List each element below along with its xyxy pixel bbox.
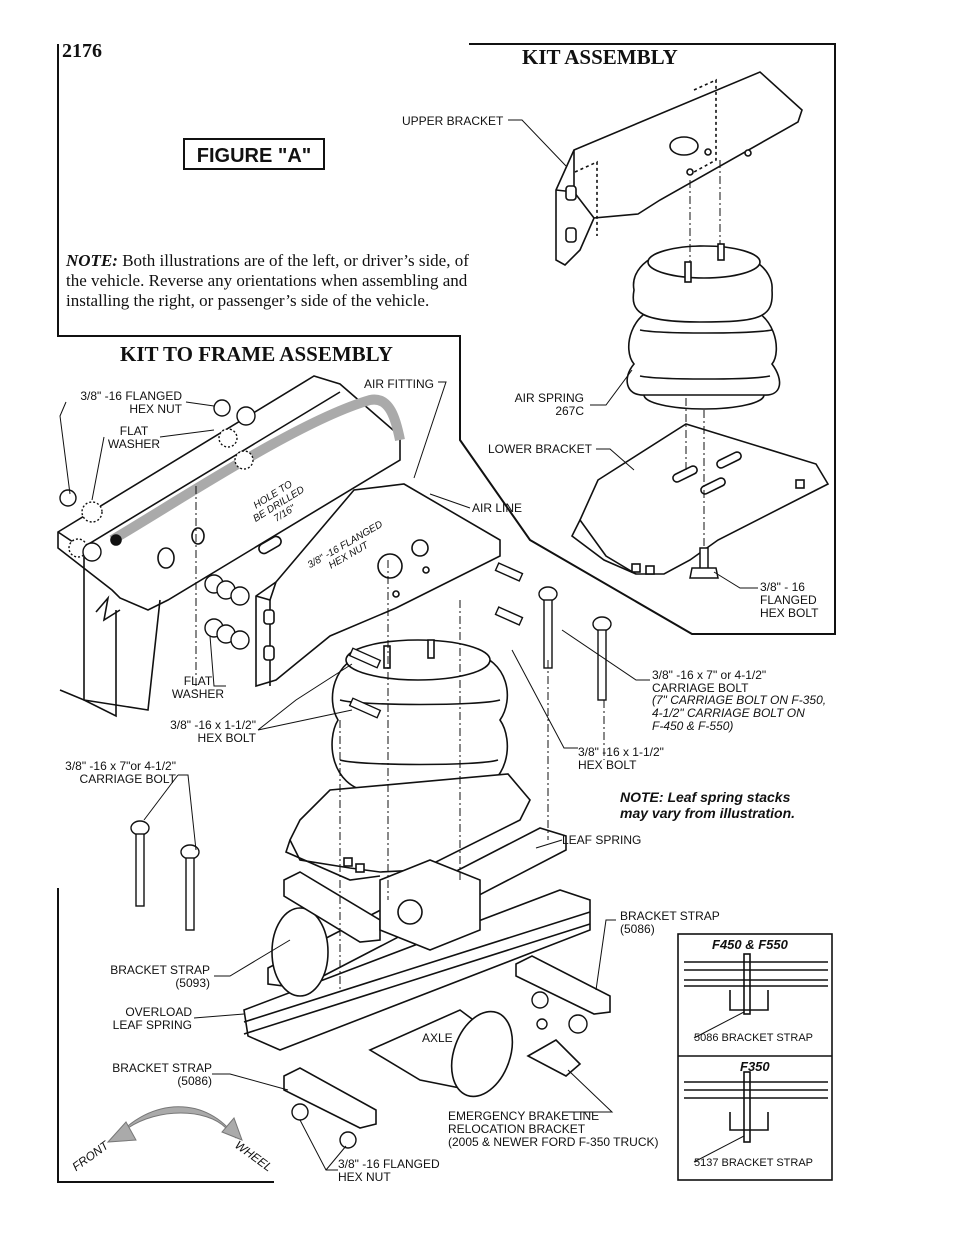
bracket-straps <box>283 859 611 1129</box>
washers-mid <box>204 574 250 650</box>
inset-title-f450: F450 & F550 <box>712 937 788 952</box>
leaf-spring-note: NOTE: Leaf spring stacks may vary from i… <box>620 789 795 821</box>
overload-line1: OVERLOAD <box>125 1005 192 1019</box>
label-axle: AXLE <box>422 1031 453 1045</box>
upper-bracket <box>555 71 803 266</box>
strap-right-line2: (5086) <box>620 922 655 936</box>
air-spring-frame <box>331 639 509 793</box>
carriage-note-line3: F-450 & F-550) <box>652 719 734 733</box>
strap-right-line1: BRACKET STRAP <box>620 909 720 923</box>
hex-bolt-line3: HEX BOLT <box>760 606 819 620</box>
carriage-note-line1: (7" CARRIAGE BOLT ON F-350, <box>652 693 827 707</box>
carriage-right-line2: CARRIAGE BOLT <box>652 681 749 695</box>
hex-bolt-left-line2: HEX BOLT <box>197 731 256 745</box>
label-hex-bolt-left: 3/8" -16 x 1-1/2" HEX BOLT <box>150 719 256 745</box>
carriage-bolts-left <box>130 820 200 931</box>
carriage-right-line1: 3/8" -16 x 7" or 4-1/2" <box>652 668 767 682</box>
brake-line2: RELOCATION BRACKET <box>448 1122 586 1136</box>
hex-bolt-left-line1: 3/8" -16 x 1-1/2" <box>170 718 256 732</box>
inset-box <box>677 933 833 1181</box>
label-carriage-bolt-left: 3/8" -16 x 7"or 4-1/2" CARRIAGE BOLT <box>56 760 176 786</box>
label-air-line: AIR LINE <box>472 501 523 515</box>
label-flanged-hex-bolt: 3/8" - 16 FLANGED HEX BOLT <box>760 581 818 620</box>
air-spring-kit <box>626 243 781 410</box>
label-flat-washer-mid: FLAT WASHER <box>168 675 228 701</box>
label-air-spring-kit: AIR SPRING 267C <box>508 392 584 418</box>
washer-mid-line1: FLAT <box>183 674 213 688</box>
washer-mid-line2: WASHER <box>171 687 225 701</box>
label-bracket-strap-5086-right: BRACKET STRAP (5086) <box>620 910 720 936</box>
label-flanged-hex-nut-bottom: 3/8" -16 FLANGED HEX NUT <box>338 1158 440 1184</box>
flanged-hex-bolt-kit <box>689 547 719 579</box>
label-bracket-strap-5086-left: BRACKET STRAP (5086) <box>100 1062 212 1088</box>
carriage-left-line2: CARRIAGE BOLT <box>79 772 176 786</box>
note-paragraph: NOTE: Both illustrations are of the left… <box>66 251 476 311</box>
leaf-note-line1: NOTE: Leaf spring stacks <box>620 789 791 805</box>
hex-bolts-left <box>348 647 382 719</box>
air-spring-line1: AIR SPRING <box>514 391 584 405</box>
inset-title-f350: F350 <box>740 1059 770 1074</box>
note-prefix: NOTE: <box>66 251 118 270</box>
nut-top-line1: 3/8" -16 FLANGED <box>80 389 182 403</box>
hex-bolt-line1: 3/8" - 16 <box>760 580 805 594</box>
figure-label: FIGURE "A" <box>183 138 325 170</box>
washer-top-line2: WASHER <box>107 437 161 451</box>
hex-bolt-right-line2: HEX BOLT <box>578 758 637 772</box>
label-bracket-strap-5093: BRACKET STRAP (5093) <box>100 964 210 990</box>
air-spring-line2: 267C <box>555 404 584 418</box>
frame-border-left <box>57 888 274 1183</box>
inset-strap-5086: 5086 BRACKET STRAP <box>694 1032 814 1044</box>
brake-line3: (2005 & NEWER FORD F-350 TRUCK) <box>448 1135 659 1149</box>
label-upper-bracket: UPPER BRACKET <box>402 114 504 128</box>
outer-border <box>57 43 836 635</box>
label-carriage-bolt-note: (7" CARRIAGE BOLT ON F-350, 4-1/2" CARRI… <box>652 694 826 733</box>
label-flat-washer-top: FLAT WASHER <box>104 425 164 451</box>
hex-bolts-right <box>494 562 524 626</box>
strap-5093-line2: (5093) <box>175 976 210 990</box>
strap-5093-line1: BRACKET STRAP <box>110 963 210 977</box>
nuts-bottom <box>291 991 588 1149</box>
carriage-note-line2: 4-1/2" CARRIAGE BOLT ON <box>652 706 805 720</box>
page-number: 2176 <box>62 40 102 62</box>
hex-bolt-line2: FLANGED <box>760 593 817 607</box>
nut-washer-group-top <box>59 399 256 562</box>
kit-assembly-title: KIT ASSEMBLY <box>522 45 678 69</box>
label-flanged-hex-nut-top: 3/8" -16 FLANGED HEX NUT <box>58 390 182 416</box>
axle <box>368 1009 514 1098</box>
washer-top-line1: FLAT <box>119 424 149 438</box>
label-overload-leaf-spring: OVERLOAD LEAF SPRING <box>100 1006 192 1032</box>
label-lower-bracket: LOWER BRACKET <box>488 442 593 456</box>
upper-bracket-frame <box>255 483 501 688</box>
overload-line2: LEAF SPRING <box>112 1018 192 1032</box>
nut-bottom-line2: HEX NUT <box>338 1170 391 1184</box>
carriage-bolts-right <box>538 586 612 701</box>
lower-bracket <box>570 423 830 575</box>
label-air-fitting: AIR FITTING <box>364 377 434 391</box>
label-leaf-spring: LEAF SPRING <box>562 833 642 847</box>
inset-strap-5137: 5137 BRACKET STRAP <box>694 1157 814 1169</box>
note-text: Both illustrations are of the left, or d… <box>66 251 469 310</box>
strap-left-line1: BRACKET STRAP <box>112 1061 212 1075</box>
brake-line1: EMERGENCY BRAKE LINE <box>448 1109 600 1123</box>
nut-bottom-line1: 3/8" -16 FLANGED <box>338 1157 440 1171</box>
nut-top-line2: HEX NUT <box>129 402 182 416</box>
carriage-left-line1: 3/8" -16 x 7"or 4-1/2" <box>65 759 176 773</box>
hex-bolt-right-line1: 3/8" -16 x 1-1/2" <box>578 745 664 759</box>
label-carriage-bolt-right: 3/8" -16 x 7" or 4-1/2" CARRIAGE BOLT <box>652 669 766 695</box>
leaf-note-line2: may vary from illustration. <box>620 805 796 821</box>
label-emergency-brake: EMERGENCY BRAKE LINE RELOCATION BRACKET … <box>448 1110 659 1149</box>
kit-to-frame-title: KIT TO FRAME ASSEMBLY <box>120 342 393 366</box>
strap-left-line2: (5086) <box>177 1074 212 1088</box>
label-hex-bolt-right: 3/8" -16 x 1-1/2" HEX BOLT <box>578 746 664 772</box>
